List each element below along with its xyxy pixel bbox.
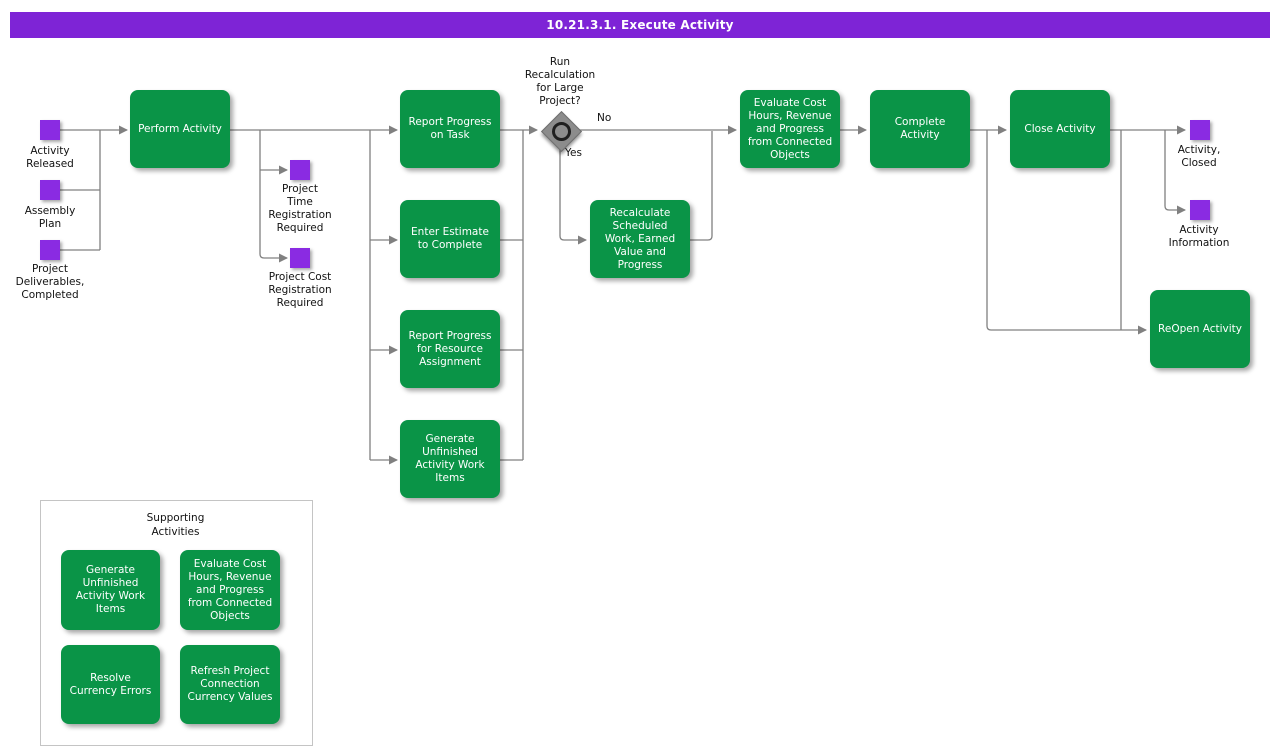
- task-label: Evaluate Cost Hours, Revenue and Progres…: [747, 96, 833, 161]
- task-label: Refresh Project Connection Currency Valu…: [187, 665, 273, 703]
- supporting-task-resolve-currency-errors[interactable]: Resolve Currency Errors: [61, 645, 160, 724]
- task-complete-activity[interactable]: Complete Activity: [870, 90, 970, 168]
- event-project-time-registration[interactable]: [290, 160, 310, 180]
- flow-connector: [559, 149, 587, 245]
- task-enter-estimate-to-complete[interactable]: Enter Estimate to Complete: [400, 200, 500, 278]
- supporting-task-refresh-project-connection-currency-values[interactable]: Refresh Project Connection Currency Valu…: [180, 645, 280, 724]
- task-report-progress-on-task[interactable]: Report Progress on Task: [400, 90, 500, 168]
- task-label: ReOpen Activity: [1158, 322, 1242, 335]
- diagram-title-bar: 10.21.3.1. Execute Activity: [10, 12, 1270, 38]
- diagram-title: 10.21.3.1. Execute Activity: [546, 18, 734, 32]
- task-recalculate-scheduled-work[interactable]: Recalculate Scheduled Work, Earned Value…: [590, 200, 690, 278]
- event-activity-released[interactable]: [40, 120, 60, 140]
- event-activity-closed[interactable]: [1190, 120, 1210, 140]
- task-report-progress-for-resource-assignment[interactable]: Report Progress for Resource Assignment: [400, 310, 500, 388]
- event-label-project-cost-registration: Project Cost Registration Required: [268, 271, 332, 309]
- event-label-project-deliverables-completed: Project Deliverables, Completed: [15, 263, 85, 301]
- event-label-activity-released: Activity Released: [26, 145, 74, 170]
- task-evaluate-cost-hours-revenue[interactable]: Evaluate Cost Hours, Revenue and Progres…: [740, 90, 840, 168]
- task-label: Recalculate Scheduled Work, Earned Value…: [604, 206, 676, 271]
- task-generate-unfinished-activity-work-items[interactable]: Generate Unfinished Activity Work Items: [400, 420, 500, 498]
- flow-connector: [986, 130, 1147, 335]
- gateway-question-label: Run Recalculation for Large Project?: [524, 56, 596, 107]
- supporting-activities-title: Supporting Activities: [146, 512, 205, 538]
- task-perform-activity[interactable]: Perform Activity: [130, 90, 230, 168]
- supporting-task-generate-unfinished-activity-work-items[interactable]: Generate Unfinished Activity Work Items: [61, 550, 160, 630]
- event-project-deliverables-completed[interactable]: [40, 240, 60, 260]
- event-project-cost-registration[interactable]: [290, 248, 310, 268]
- task-label: Generate Unfinished Activity Work Items: [415, 433, 485, 484]
- event-label-activity-information: Activity Information: [1168, 224, 1230, 249]
- event-activity-information[interactable]: [1190, 200, 1210, 220]
- flow-connector: [259, 130, 288, 263]
- gateway-yes-label: Yes: [565, 147, 582, 159]
- task-label: Generate Unfinished Activity Work Items: [75, 564, 146, 615]
- event-assembly-plan[interactable]: [40, 180, 60, 200]
- task-label: Evaluate Cost Hours, Revenue and Progres…: [187, 557, 273, 622]
- event-label-activity-closed: Activity, Closed: [1177, 144, 1221, 169]
- task-label: Report Progress for Resource Assignment: [408, 329, 492, 368]
- task-label: Enter Estimate to Complete: [411, 226, 489, 251]
- task-close-activity[interactable]: Close Activity: [1010, 90, 1110, 168]
- task-label: Perform Activity: [138, 122, 222, 135]
- task-label: Report Progress on Task: [408, 116, 492, 141]
- flow-connector: [1164, 130, 1186, 215]
- task-label: Close Activity: [1024, 122, 1096, 135]
- event-label-assembly-plan: Assembly Plan: [24, 205, 76, 230]
- event-label-project-time-registration: Project Time Registration Required: [268, 183, 332, 234]
- gateway-no-label: No: [597, 112, 612, 124]
- task-label: Complete Activity: [894, 116, 946, 141]
- gateway-circle-icon: [548, 118, 575, 145]
- supporting-task-evaluate-cost-hours-revenue[interactable]: Evaluate Cost Hours, Revenue and Progres…: [180, 550, 280, 630]
- task-reopen-activity[interactable]: ReOpen Activity: [1150, 290, 1250, 368]
- task-label: Resolve Currency Errors: [69, 671, 152, 697]
- flow-connector: [690, 131, 713, 241]
